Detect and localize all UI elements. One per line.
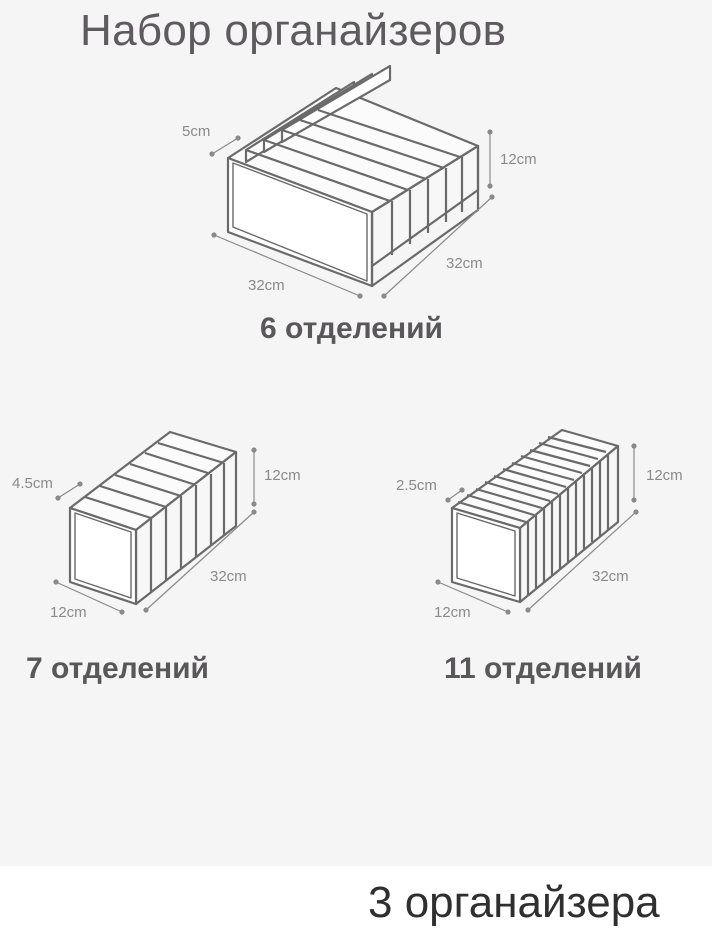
organizer-6-width-label: 32cm bbox=[248, 277, 285, 294]
organizer-11-length-label: 32cm bbox=[592, 568, 629, 585]
organizer-11-width-label: 12cm bbox=[434, 604, 471, 621]
organizer-count: 3 органайзера bbox=[368, 878, 660, 927]
organizer-11-height-label: 12cm bbox=[646, 467, 683, 484]
organizer-6-height-label: 12cm bbox=[500, 151, 537, 168]
organizer-6-drawing bbox=[226, 64, 480, 288]
organizer-11-depth-label: 2.5cm bbox=[396, 477, 437, 494]
organizer-11-drawing bbox=[450, 428, 620, 604]
organizer-7-height-label: 12cm bbox=[264, 467, 301, 484]
organizer-11-caption: 11 отделений bbox=[444, 652, 643, 685]
organizer-7-length-label: 32cm bbox=[210, 568, 247, 585]
organizer-7-drawing bbox=[68, 430, 238, 606]
page-title: Набор органайзеров bbox=[80, 6, 507, 55]
organizer-6-length-label: 32cm bbox=[446, 255, 483, 272]
organizer-7-width-label: 12cm bbox=[50, 604, 87, 621]
organizer-7-caption: 7 отделений bbox=[26, 652, 209, 685]
organizers-illustration: 5cm 12cm 32cm 32cm 4.5cm 12cm 12cm bbox=[12, 64, 683, 621]
organizer-6-caption: 6 отделений bbox=[260, 312, 443, 345]
organizer-7-depth-label: 4.5cm bbox=[12, 475, 53, 492]
organizer-6-depth-label: 5cm bbox=[182, 123, 210, 140]
